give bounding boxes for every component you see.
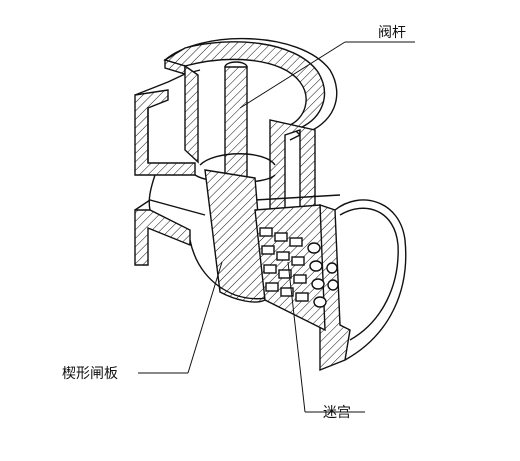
- label-labyrinth: 迷宫: [323, 405, 351, 421]
- labyrinth: [254, 204, 339, 332]
- valve-body-left: [134, 64, 206, 266]
- leader-labyrinth: [287, 261, 365, 413]
- leader-valve-stem: [239, 41, 415, 109]
- valve-stem: [224, 61, 248, 196]
- label-valve-stem: 阀杆: [378, 25, 406, 41]
- leader-wedge-gate: [138, 261, 223, 374]
- label-wedge-gate: 楔形闸板: [62, 366, 118, 382]
